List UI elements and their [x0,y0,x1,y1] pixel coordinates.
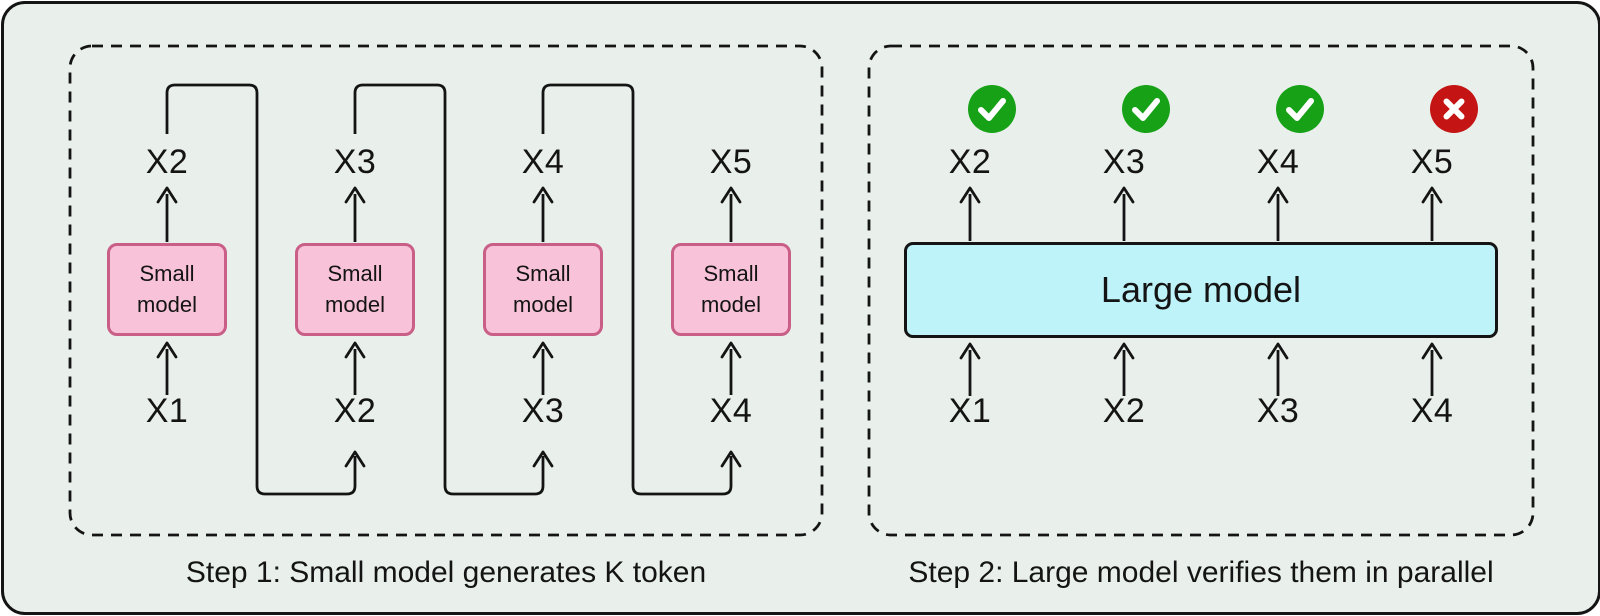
step2-output-token-x5: X5 [1410,143,1454,181]
step1-output-token-x4: X4 [521,143,565,181]
small-model-label: Small model [137,260,197,317]
step1-input-token-x1: X1 [145,392,189,430]
step1-input-token-x4: X4 [709,392,753,430]
step2-input-token-x4: X4 [1410,392,1454,430]
small-model-box-2: Small model [295,243,415,336]
step1-input-token-x3: X3 [521,392,565,430]
small-model-box-3: Small model [483,243,603,336]
small-model-label: Small model [701,260,761,317]
large-model-label: Large model [1100,269,1302,310]
step2-output-token-x2: X2 [948,143,992,181]
step1-output-token-x5: X5 [709,143,753,181]
step2-input-token-x3: X3 [1256,392,1300,430]
cross-icon [1430,85,1478,133]
step1-input-token-x2: X2 [333,392,377,430]
check-icon [1122,85,1170,133]
large-model-box: Large model [904,242,1498,338]
check-icon [1276,85,1324,133]
check-icon [968,85,1016,133]
small-model-label: Small model [325,260,385,317]
step2-input-token-x2: X2 [1102,392,1146,430]
small-model-box-4: Small model [671,243,791,336]
step2-caption: Step 2: Large model verifies them in par… [908,556,1494,589]
step1-output-token-x3: X3 [333,143,377,181]
step2-output-token-x3: X3 [1102,143,1146,181]
step1-output-token-x2: X2 [145,143,189,181]
small-model-box-1: Small model [107,243,227,336]
step2-input-token-x1: X1 [948,392,992,430]
step1-caption: Step 1: Small model generates K token [185,556,707,589]
step2-output-token-x4: X4 [1256,143,1300,181]
small-model-label: Small model [513,260,573,317]
